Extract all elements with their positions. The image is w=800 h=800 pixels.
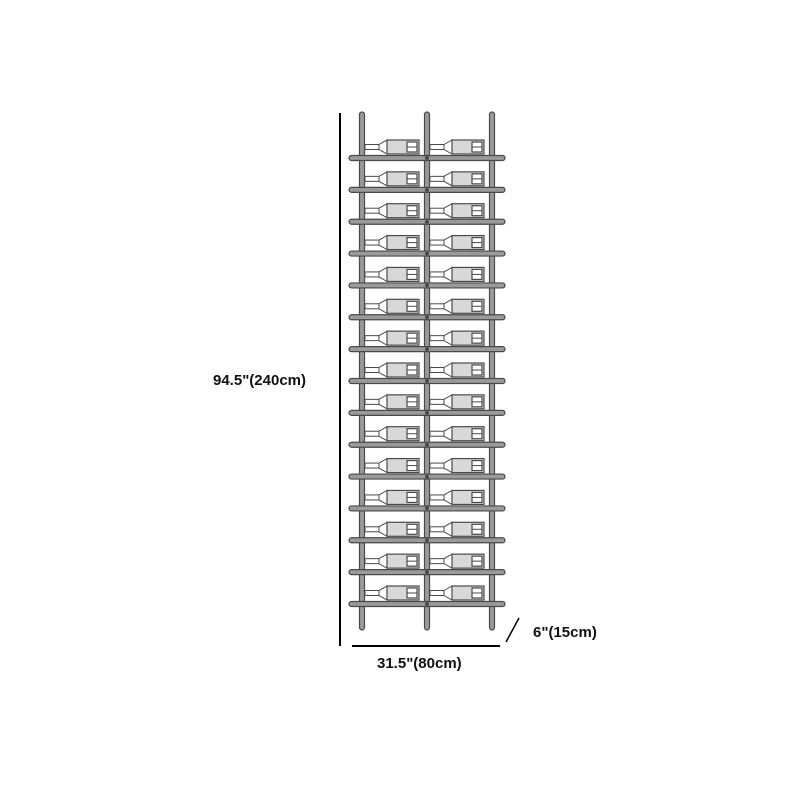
bottle-neck [364,335,380,342]
bottle-neck [429,271,445,278]
bottle-neck [364,367,380,373]
bottle-shoulder [443,202,453,219]
bottle-shoulder [443,171,453,187]
post-joint [425,506,429,511]
bottle-neck [364,271,380,278]
bottle-neck [429,430,445,437]
bottle-shoulder [443,234,453,251]
bottle-neck [364,398,380,405]
bottle-neck [364,558,380,565]
depth-label: 6"(15cm) [533,624,597,641]
bottle-neck [364,239,380,246]
bottle-shoulder [443,425,453,442]
post-joint [425,442,429,447]
bottle-shoulder [443,394,453,410]
post-joint [425,410,429,415]
height-label: 94.5"(240cm) [213,372,307,389]
bottle-shoulder [378,330,388,346]
bottle-neck [429,526,445,533]
bottle-shoulder [378,521,388,538]
bottle-shoulder [443,139,453,155]
bottle-shoulder [443,330,453,346]
bottle-neck [429,335,445,342]
bottle-neck [364,175,380,182]
bottle-shoulder [378,585,388,601]
bottle-neck [364,144,380,150]
bottle-shoulder [378,553,388,569]
bottle-shoulder [378,139,388,155]
post-joint [425,315,429,320]
bottle-neck [364,430,380,437]
bottle-shoulder [443,521,453,538]
bottle-neck [429,494,445,501]
post-joint [425,570,429,575]
bottle-neck [429,303,445,310]
bottle-neck [364,207,380,214]
bottle-shoulder [378,266,388,283]
bottle-shoulder [378,362,388,378]
post-joint [425,156,429,160]
bottle-neck [364,590,380,596]
bottle-neck [429,175,445,182]
bottle-shoulder [443,298,453,315]
bottle-shoulder [443,266,453,283]
post-joint [425,187,429,192]
bottle-shoulder [378,298,388,315]
bottle-shoulder [378,394,388,410]
post-joint [425,251,429,256]
post-joint [425,347,429,352]
bottle-shoulder [378,171,388,187]
bottle-shoulder [378,489,388,506]
bottle-neck [429,462,445,469]
bottle-neck [429,590,445,596]
post-joint [425,602,429,606]
post-joint [425,379,429,383]
width-label: 31.5"(80cm) [377,655,462,672]
bottle-shoulder [378,234,388,251]
rack-post [488,111,496,631]
post-joint [425,538,429,543]
bottle-neck [364,303,380,310]
bottle-neck [364,462,380,469]
bottle-neck [429,207,445,214]
rack-frame [348,111,506,631]
bottle-shoulder [378,425,388,442]
post-joint [425,283,429,288]
bottle-neck [429,239,445,246]
bottle-shoulder [443,489,453,506]
bottle-shoulder [443,553,453,569]
bottle-shoulder [443,585,453,601]
bottle-neck [429,558,445,565]
bottle-shoulder [443,457,453,474]
depth-dimension-line [505,617,520,643]
post-joint [425,219,429,224]
bottle-shoulder [378,457,388,474]
bottle-neck [364,526,380,533]
bottle-neck [429,144,445,150]
bottle-neck [429,367,445,373]
bottle-neck [429,398,445,405]
post-joint [425,474,429,479]
bottle-shoulder [378,202,388,219]
bottle-neck [364,494,380,501]
bottle-shoulder [443,362,453,378]
